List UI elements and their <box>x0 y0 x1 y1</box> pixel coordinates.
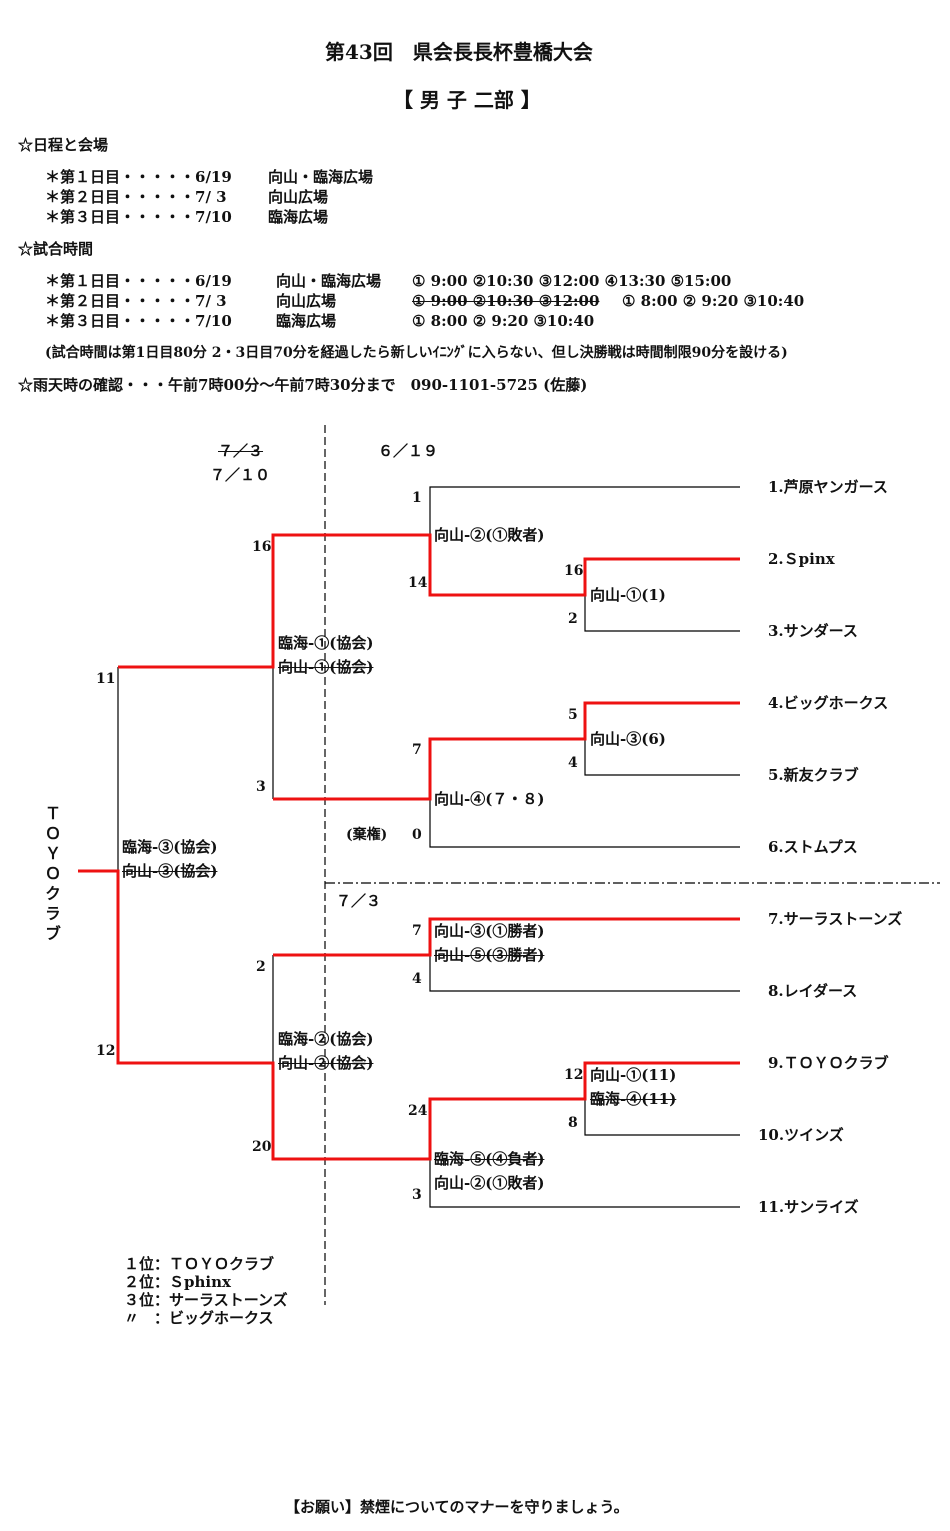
team-2: 2.Ｓpinx <box>768 550 835 568</box>
schedule-day: ＊第２日目・・・・・7/ 3 <box>45 188 227 206</box>
team-5: 5.新友クラブ <box>768 766 859 784</box>
result-3rd-tie: 〃 ：ビッグホークス <box>124 1309 274 1327</box>
match-venue: 臨海-②(協会) <box>278 1030 374 1048</box>
score: 4 <box>412 971 422 987</box>
date-day1: ６／１９ <box>378 442 439 460</box>
match-venue-cancelled: 臨海-⑤(④負者) <box>434 1150 545 1168</box>
score: 3 <box>256 779 266 795</box>
team-8: 8.レイダース <box>768 982 858 1000</box>
score: 11 <box>96 671 116 687</box>
match-venue-cancelled: 向山-②(協会) <box>278 1054 374 1072</box>
score: 12 <box>96 1043 116 1059</box>
match-venue: 向山-②(①敗者) <box>434 526 545 544</box>
match-venue-cancelled: 向山-①(協会) <box>278 658 374 676</box>
score: 2 <box>568 611 578 627</box>
score: 4 <box>568 755 578 771</box>
team-1: 1.芦原ヤンガース <box>768 478 888 496</box>
match-venue: 向山-①(1) <box>590 586 666 604</box>
times-day: ＊第３日目・・・・・7/10 <box>45 312 232 330</box>
result-2nd: ２位：Ｓphinx <box>124 1273 231 1291</box>
score: 20 <box>252 1139 272 1155</box>
team-7: 7.サーラストーンズ <box>768 910 903 928</box>
score: 16 <box>252 539 272 555</box>
match-venue-cancelled: 向山-⑤(③勝者) <box>434 946 545 964</box>
result-3rd: ３位：サーラストーンズ <box>124 1291 288 1309</box>
champion-name: ＴＯＹＯクラブ <box>42 805 61 945</box>
match-venue: 臨海-①(協会) <box>278 634 374 652</box>
rain-contact: ☆雨天時の確認・・・午前7時00分～午前7時30分まで 090-1101-572… <box>18 376 588 394</box>
score: 16 <box>564 563 584 579</box>
score: 7 <box>412 742 422 758</box>
schedule-day: ＊第３日目・・・・・7/10 <box>45 208 232 226</box>
schedule-heading: ☆日程と会場 <box>18 136 109 154</box>
date-cancelled: ７／３ <box>218 442 264 460</box>
times-slots-cancelled: ① 9:00 ②10:30 ③12:00 <box>412 292 600 310</box>
score: 8 <box>568 1115 578 1131</box>
match-venue: 向山-②(①敗者) <box>434 1174 545 1192</box>
times-slots: ① 8:00 ② 9:20 ③10:40 <box>412 312 595 330</box>
team-4: 4.ビッグホークス <box>768 694 889 712</box>
date-day2: ７／３ <box>336 892 382 910</box>
times-note: (試合時間は第1日目80分 2・3日目70分を経過したら新しいｲﾆﾝｸﾞに入らな… <box>45 345 788 361</box>
forfeit-label: (棄権) <box>346 827 388 843</box>
team-10: 10.ツインズ <box>758 1126 844 1144</box>
times-slots: ① 9:00 ②10:30 ③12:00 ④13:30 ⑤15:00 <box>412 272 732 290</box>
times-venue: 臨海広場 <box>276 312 337 330</box>
times-day: ＊第１日目・・・・・6/19 <box>45 272 232 290</box>
division-title: 【 男 子 二部 】 <box>393 88 541 112</box>
schedule-day: ＊第１日目・・・・・6/19 <box>45 168 232 186</box>
times-venue: 向山広場 <box>276 292 337 310</box>
page-title: 第43回 県会長長杯豊橋大会 <box>325 40 593 64</box>
match-venue: 向山-③(①勝者) <box>434 922 545 940</box>
times-venue: 向山・臨海広場 <box>276 272 382 290</box>
match-venue: 向山-①(11) <box>590 1066 677 1084</box>
times-day: ＊第２日目・・・・・7/ 3 <box>45 292 227 310</box>
score: 14 <box>408 575 428 591</box>
score: 1 <box>412 490 422 506</box>
schedule-venue: 向山・臨海広場 <box>268 168 374 186</box>
score: 2 <box>256 959 266 975</box>
match-venue: 臨海-③(協会) <box>122 838 218 856</box>
match-venue-cancelled: 臨海-④(11) <box>590 1090 677 1108</box>
result-1st: １位：ＴＯＹＯクラブ <box>124 1255 275 1273</box>
score: 7 <box>412 923 422 939</box>
score: 12 <box>564 1067 584 1083</box>
team-11: 11.サンライズ <box>758 1198 859 1216</box>
score: 3 <box>412 1187 422 1203</box>
schedule-venue: 向山広場 <box>268 188 329 206</box>
score: 24 <box>408 1103 428 1119</box>
score: 0 <box>412 827 422 843</box>
times-slots: ① 8:00 ② 9:20 ③10:40 <box>622 292 805 310</box>
score: 5 <box>568 707 578 723</box>
match-venue: 向山-④(７・８) <box>434 790 545 808</box>
team-3: 3.サンダース <box>768 622 858 640</box>
times-heading: ☆試合時間 <box>18 240 94 258</box>
footer-notice: 【お願い】禁煙についてのマナーを守りましょう。 <box>285 1498 629 1516</box>
schedule-venue: 臨海広場 <box>268 208 329 226</box>
match-venue: 向山-③(6) <box>590 730 666 748</box>
match-venue-cancelled: 向山-③(協会) <box>122 862 218 880</box>
date-final: ７／１０ <box>210 466 271 484</box>
team-6: 6.ストムプス <box>768 838 858 856</box>
team-9: 9.ＴＯＹＯクラブ <box>768 1054 889 1072</box>
